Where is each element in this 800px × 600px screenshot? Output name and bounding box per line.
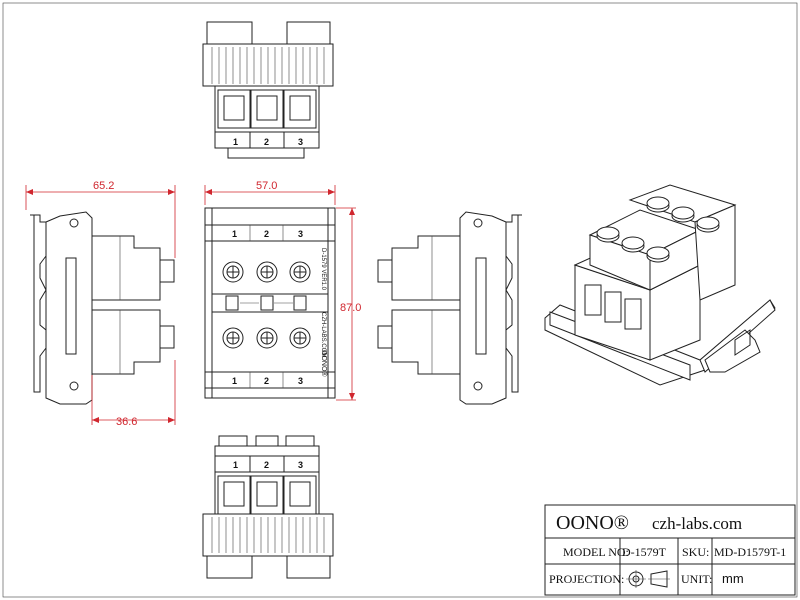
first-angle-projection-icon [626,570,670,588]
bottom-view: 1 2 3 [202,435,334,579]
dimension-label-height: 87.0 [340,302,361,314]
model-value: D-1579T [622,545,667,559]
front-screws-top [222,261,311,283]
dimension-rail-depth: 36.6 [91,360,176,428]
front-top-terminal-number: 2 [264,229,269,239]
front-screws-bottom [222,327,311,349]
front-top-terminal-number: 3 [298,229,303,239]
dimension-height: 87.0 [336,207,361,401]
sku-label: SKU: [682,545,709,559]
dimension-label-front-width: 57.0 [256,180,277,192]
sku-value: MD-D1579T-1 [714,545,786,559]
bottom-terminal-number: 2 [264,460,269,470]
model-label: MODEL NO: [563,545,629,559]
brand-logo: OONO® [556,512,629,534]
board-site-text: CZH-LABS.COM [320,312,326,357]
board-brand-text: OONO® [320,350,328,377]
dimension-front-width: 57.0 [204,180,336,205]
front-view: 1 2 3 1 2 3 [204,207,336,399]
iso-screws [596,196,720,263]
dimension-label-rail-depth: 36.6 [116,416,137,428]
bottom-terminal-number: 3 [298,460,303,470]
dimension-label-side-width: 65.2 [93,180,114,192]
top-terminal-number: 1 [233,137,238,147]
bottom-terminal-sockets [217,475,317,515]
title-block: OONO® czh-labs.com MODEL NO: D-1579T SKU… [544,504,796,596]
left-side-view [30,211,175,405]
isometric-view: 1 2 3 [544,184,776,386]
front-top-terminal-number: 1 [232,229,237,239]
front-bottom-terminal-number: 3 [298,376,303,386]
top-view: 1 2 3 [202,21,334,159]
website-text: czh-labs.com [652,514,742,533]
top-terminal-sockets [217,89,317,129]
unit-label: UNIT: [681,572,712,586]
dimension-side-width: 65.2 [25,180,176,258]
bottom-terminal-number: 1 [233,460,238,470]
top-terminal-number: 3 [298,137,303,147]
front-bottom-terminal-number: 1 [232,376,237,386]
front-middle-connector [211,293,329,313]
right-side-view [377,211,522,405]
front-bottom-terminal-number: 2 [264,376,269,386]
board-model-text: D-1579 VER1.0 [320,248,326,291]
top-terminal-number: 2 [264,137,269,147]
projection-label: PROJECTION: [549,572,624,586]
unit-value: mm [722,571,744,586]
